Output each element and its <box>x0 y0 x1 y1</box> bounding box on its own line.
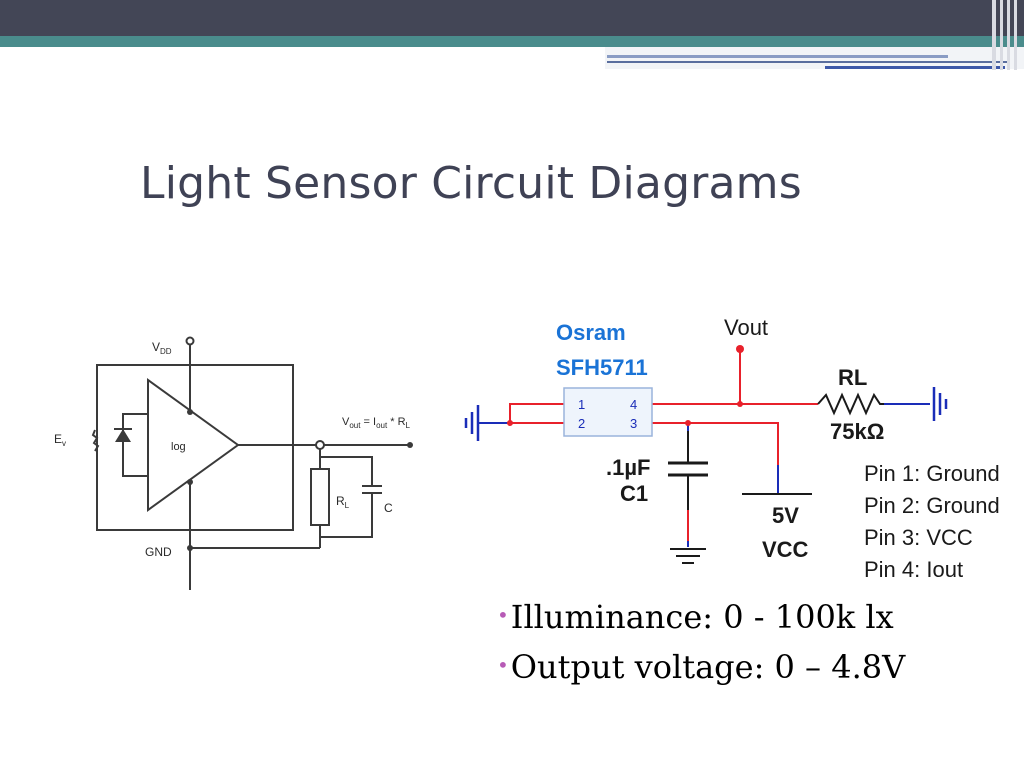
amp-label: log <box>171 441 186 453</box>
sensor-package-box <box>96 364 294 531</box>
pin-3-label: 3 <box>630 416 637 431</box>
pin-2-label: 2 <box>578 416 585 431</box>
vout-terminal <box>736 345 744 353</box>
gnd-node <box>187 479 193 485</box>
bullet-text: Output voltage: 0 – 4.8V <box>510 648 906 686</box>
c-label: C <box>384 501 393 515</box>
bullet-item: •Output voltage: 0 – 4.8V <box>497 645 1017 695</box>
photodiode-wire <box>122 413 148 477</box>
vdd-terminal <box>185 336 195 346</box>
ground-symbol-left <box>464 405 480 441</box>
vdd-node <box>187 409 193 415</box>
cap-bottom-wire <box>320 493 373 538</box>
vout-label: Vout <box>724 315 768 340</box>
log-amplifier <box>147 378 240 512</box>
bullet-marker: • <box>497 603 509 627</box>
supply-value-label: 5V <box>772 503 799 528</box>
header-teal-band <box>0 36 1024 47</box>
sfh5711-wiring-diagram: Osram SFH5711 <box>464 315 1000 582</box>
output-node-ring <box>315 440 325 450</box>
light-arrow-icon <box>91 429 100 452</box>
vout-junction <box>737 401 743 407</box>
ground-symbol-bottom <box>670 548 706 564</box>
vout-formula: Vout = Iout * RL <box>342 416 411 430</box>
rl-label: RL <box>838 365 867 390</box>
photodiode-icon <box>115 429 131 442</box>
bullet-item: •Illuminance: 0 - 100k lx <box>497 595 1017 645</box>
header-vline-2 <box>1000 0 1003 70</box>
slide-title: Light Sensor Circuit Diagrams <box>140 158 802 209</box>
pin-list-item: Pin 4: Iout <box>864 557 963 582</box>
brand-label: Osram <box>556 320 626 345</box>
capacitor-c1 <box>668 461 708 477</box>
cap-top-wire <box>320 456 373 486</box>
header-stripe-1 <box>607 55 948 58</box>
header-stripe-3 <box>825 66 1005 69</box>
header-stripe-2 <box>607 61 1007 63</box>
load-resistor <box>310 468 330 526</box>
header-dark-band <box>0 0 1024 36</box>
vdd-label: VDD <box>152 340 172 356</box>
gnd-junction <box>507 420 513 426</box>
gnd-label: GND <box>145 545 172 559</box>
ev-label: Ev <box>54 432 66 448</box>
part-label: SFH5711 <box>556 355 648 380</box>
rl-resistor <box>817 392 884 416</box>
sfh5711-chip <box>563 387 653 437</box>
bullet-text: Illuminance: 0 - 100k lx <box>510 598 894 636</box>
log-amp-circuit-diagram: VDD GND Ev log Vout = Iout * RL RL C <box>54 336 413 590</box>
header-vline-1 <box>992 0 996 70</box>
bullet-marker: • <box>497 653 509 677</box>
pin-4-label: 4 <box>630 397 637 412</box>
bullet-list: •Illuminance: 0 - 100k lx •Output voltag… <box>497 595 1017 695</box>
pin-1-label: 1 <box>578 397 585 412</box>
ground-symbol-right <box>932 387 948 421</box>
cap-value-label: .1µF <box>606 455 650 480</box>
supply-name-label: VCC <box>762 537 809 562</box>
pin-list-item: Pin 3: VCC <box>864 525 973 550</box>
cap-junction <box>685 420 691 426</box>
pin-list-item: Pin 2: Ground <box>864 493 1000 518</box>
rl-label: RL <box>336 494 350 510</box>
header-vline-4 <box>1014 0 1017 70</box>
header-vline-3 <box>1007 0 1010 70</box>
cap-name-label: C1 <box>620 481 648 506</box>
header-decoration <box>0 0 1024 70</box>
pin-list-item: Pin 1: Ground <box>864 461 1000 486</box>
gnd-return-node <box>187 545 193 551</box>
rl-value-label: 75kΩ <box>830 419 884 444</box>
output-terminal <box>407 442 413 448</box>
